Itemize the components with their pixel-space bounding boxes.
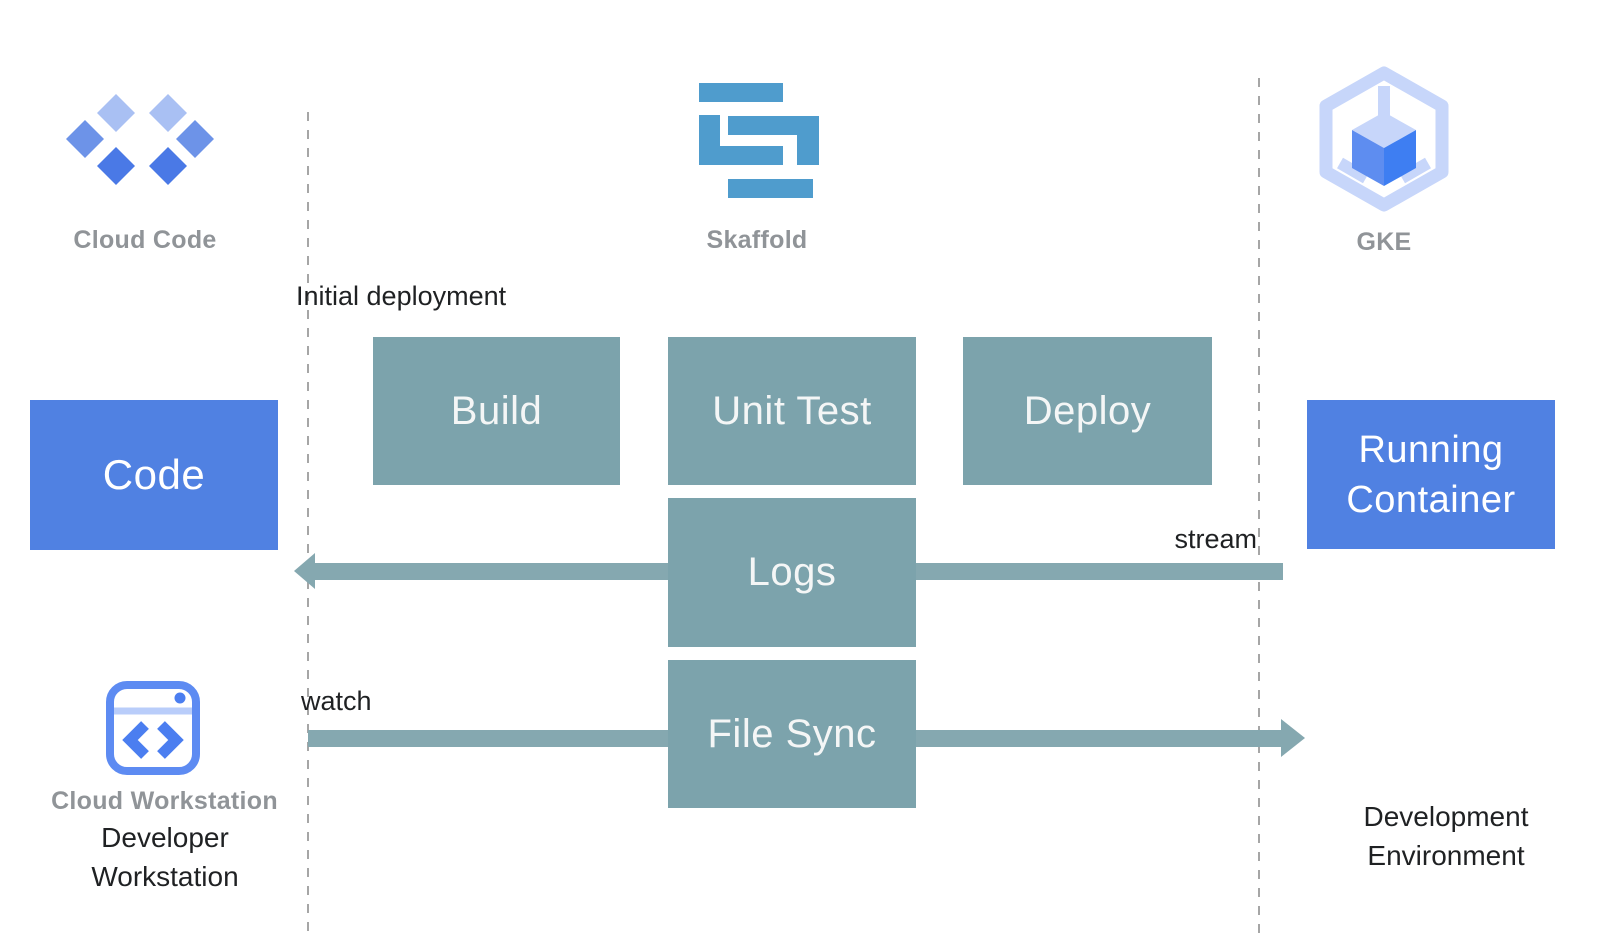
cloud-code-icon	[66, 94, 214, 185]
running-container-box-label: Running Container	[1346, 428, 1516, 521]
developer-workstation-caption-line2: Workstation	[91, 861, 239, 892]
logs-box-label: Logs	[747, 550, 837, 594]
developer-workstation-caption-line1: Developer	[101, 822, 229, 853]
left-boundary-dashed-line	[307, 112, 309, 940]
development-environment-caption-line1: Development	[1363, 801, 1529, 832]
watch-label: watch	[301, 686, 372, 716]
cloud-workstation-label: Cloud Workstation	[51, 787, 278, 815]
build-box: Build	[373, 337, 620, 485]
file-sync-arrowhead-icon	[1281, 719, 1305, 757]
running-container-box: Running Container	[1307, 400, 1555, 549]
code-box: Code	[30, 400, 278, 550]
deploy-box-label: Deploy	[1023, 388, 1152, 433]
development-environment-caption: Development Environment	[1306, 797, 1586, 875]
stream-label: stream	[1174, 524, 1257, 554]
deploy-box: Deploy	[963, 337, 1212, 485]
unit-test-box-label: Unit Test	[712, 388, 872, 433]
cloud-workstation-icon	[106, 681, 200, 775]
unit-test-box: Unit Test	[668, 337, 916, 485]
logs-box: Logs	[668, 498, 916, 647]
right-boundary-dashed-line	[1258, 78, 1260, 940]
file-sync-box-label: File Sync	[707, 711, 877, 756]
cloud-code-label: Cloud Code	[73, 226, 217, 254]
developer-workstation-caption: Developer Workstation	[35, 818, 295, 896]
code-box-label: Code	[102, 451, 206, 498]
skaffold-label: Skaffold	[706, 226, 808, 254]
gke-label: GKE	[1356, 228, 1412, 256]
logs-stream-arrowhead-icon	[294, 553, 315, 589]
initial-deployment-label: Initial deployment	[296, 281, 507, 311]
skaffold-icon	[699, 83, 819, 198]
build-box-label: Build	[450, 388, 543, 433]
gke-icon	[1319, 66, 1449, 212]
development-environment-caption-line2: Environment	[1367, 840, 1525, 871]
file-sync-box: File Sync	[668, 660, 916, 808]
